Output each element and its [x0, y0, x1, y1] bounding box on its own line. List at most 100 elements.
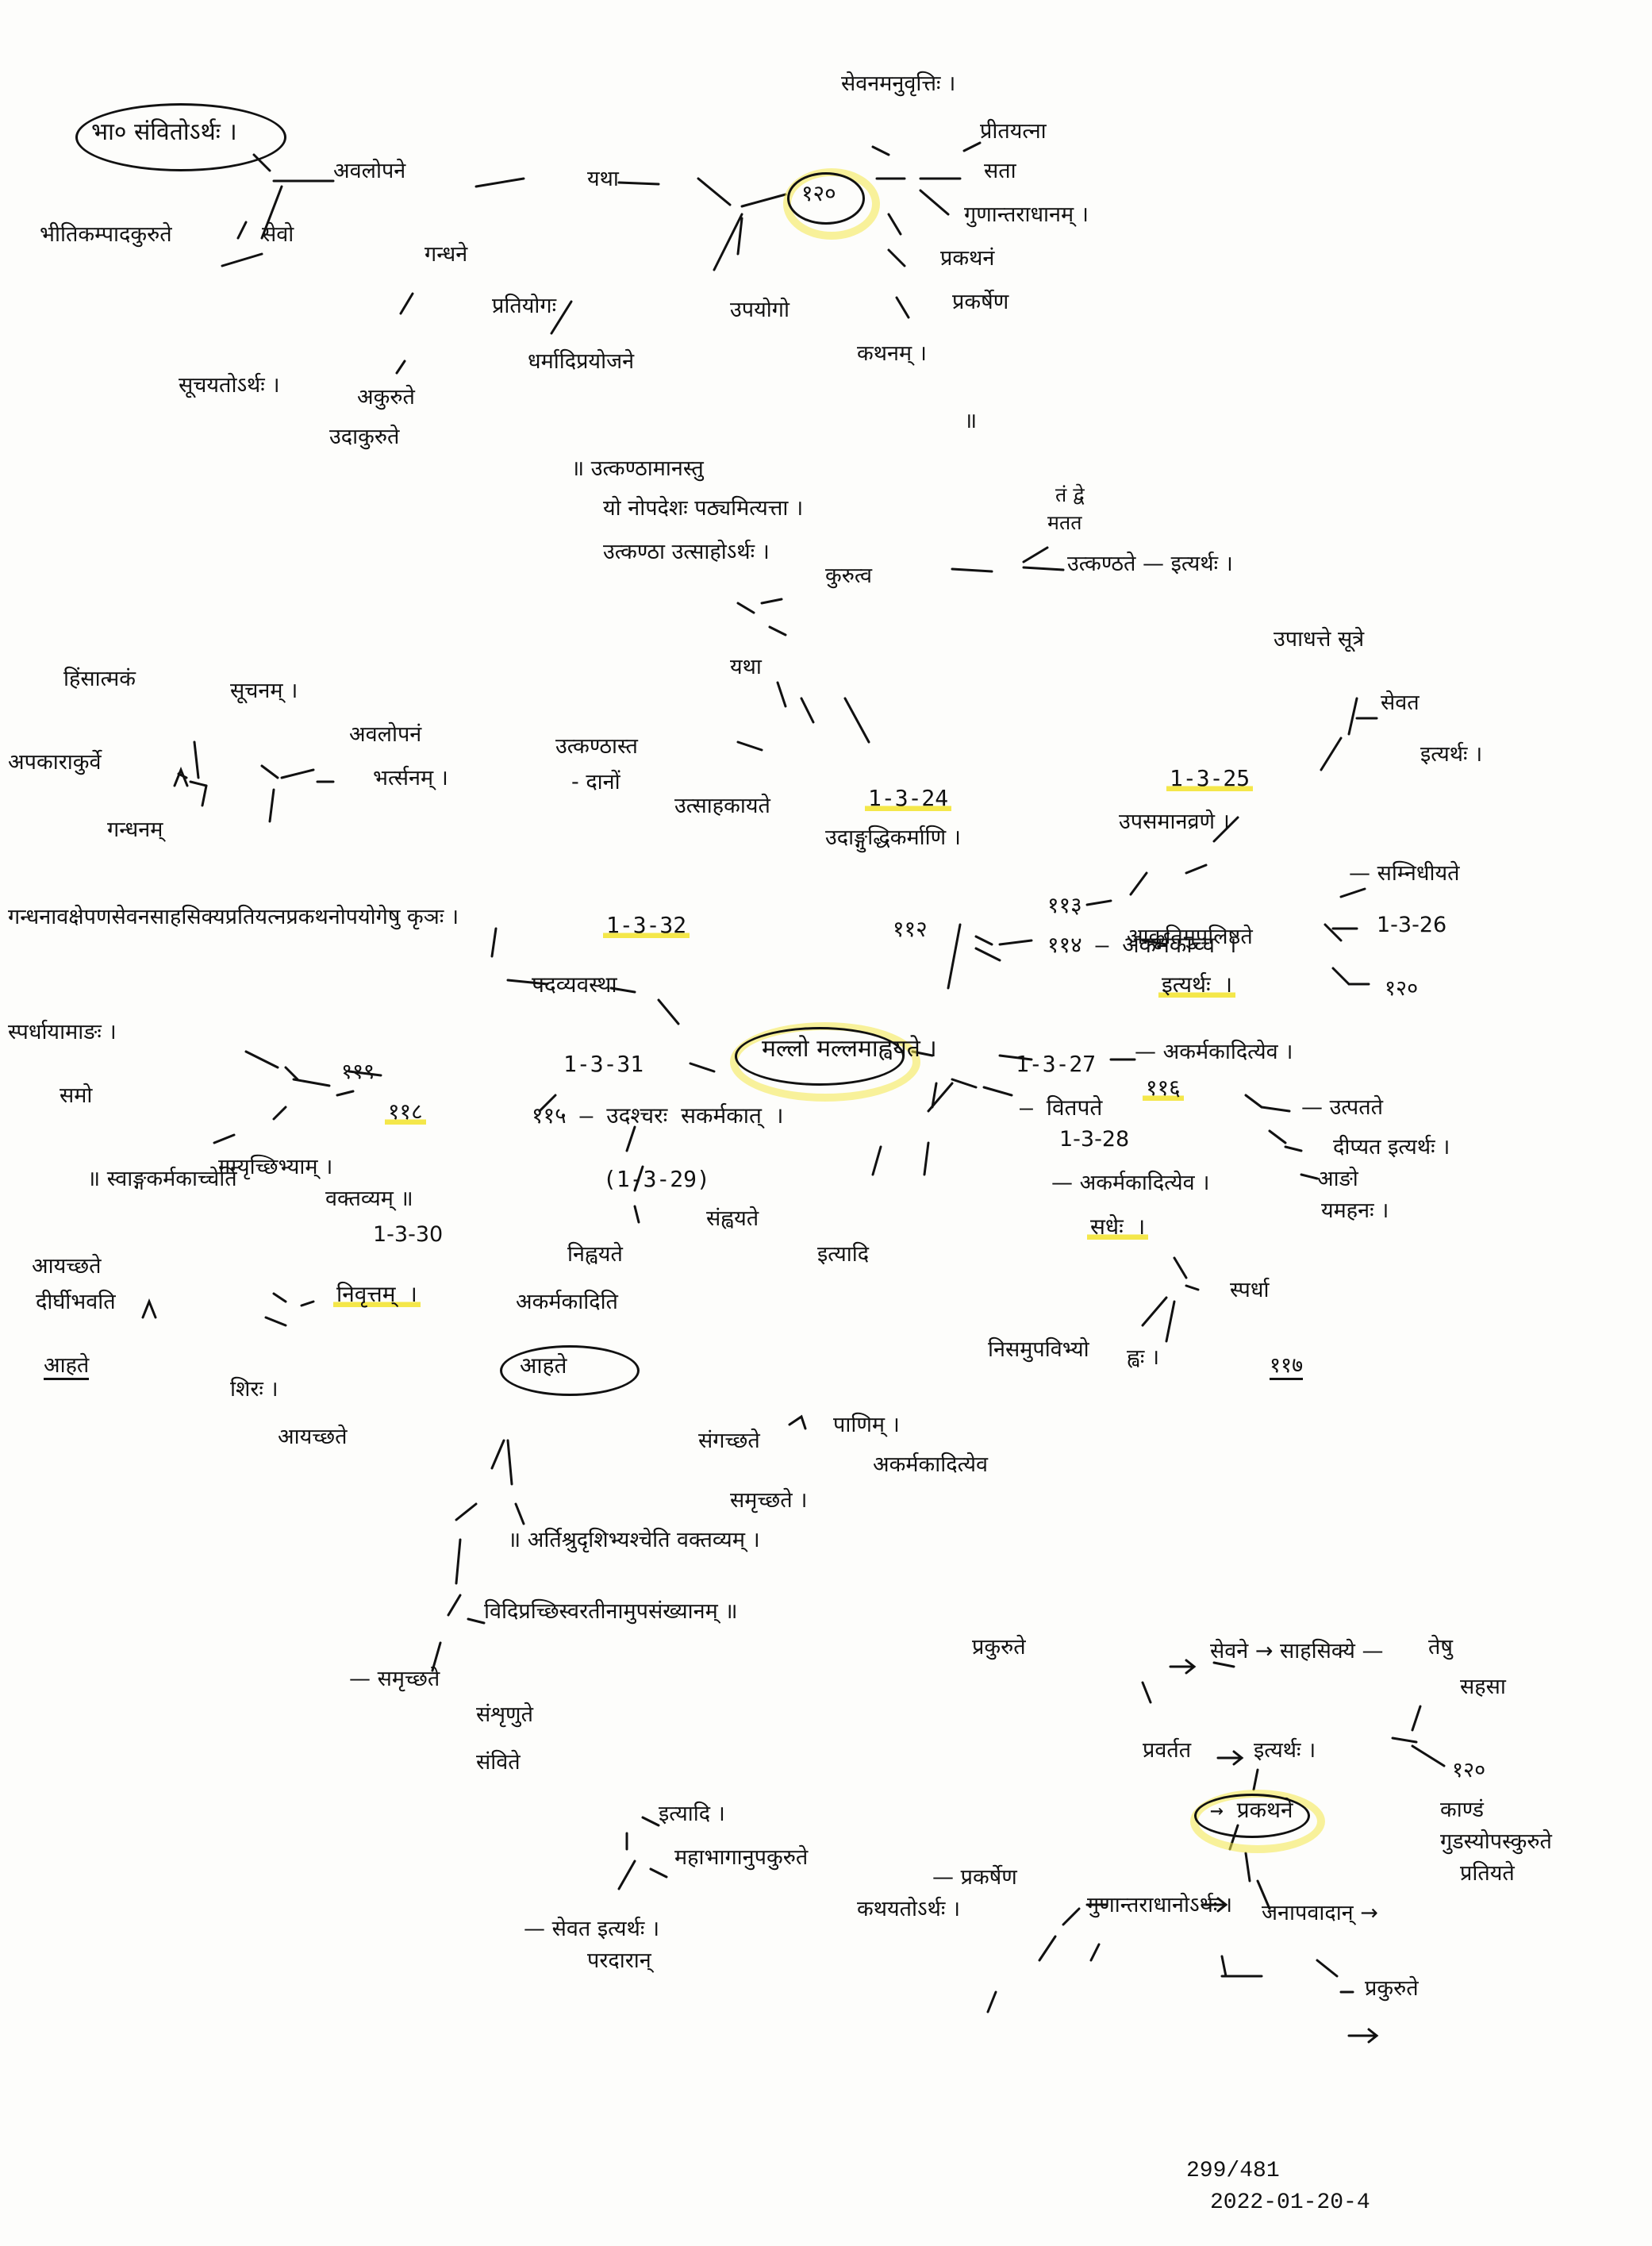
- highlight-center: [730, 1022, 920, 1102]
- note: प्रतियोगः: [492, 294, 557, 318]
- note: आयच्छते: [278, 1425, 348, 1449]
- number-label: ११५ — उदश्चरः सकर्मकात् ।: [532, 1102, 784, 1129]
- number-label: 1-3-27: [1016, 1051, 1097, 1077]
- note: वक्तव्यम् ॥: [325, 1186, 413, 1211]
- note: संविते: [476, 1750, 521, 1775]
- note: ॥ अर्तिश्रुदृशिभ्यश्चेति वक्तव्यम् ।: [508, 1528, 760, 1552]
- note: संशृणुते: [476, 1702, 533, 1727]
- sutra-ref: 1-3-24: [865, 785, 952, 812]
- note: ११९: [341, 1060, 375, 1084]
- note: धर्मादिप्रयोजने: [528, 349, 635, 374]
- note: उपसमानव्रणे ।: [1119, 810, 1230, 834]
- note: जनापवादान् →: [1262, 1901, 1378, 1925]
- note: सेवनमनुवृत्तिः ।: [841, 71, 956, 96]
- number-label: 1-3-31: [563, 1051, 644, 1077]
- note: गन्धनावक्षेपणसेवनसाहसिक्यप्रतियत्नप्रकथन…: [8, 905, 459, 929]
- note: — समृच्छते: [349, 1667, 440, 1691]
- note: यथा: [587, 167, 619, 191]
- note: 1-3-26: [1377, 913, 1447, 937]
- oval-center: [735, 1027, 905, 1086]
- note: कथनम् ।: [857, 341, 927, 366]
- note: शिरः ।: [230, 1377, 279, 1402]
- note: गम्यृच्छिभ्याम् ।: [218, 1155, 333, 1179]
- number-label: ११३: [1047, 892, 1082, 918]
- note: उत्कण्ठास्त: [555, 734, 638, 759]
- note: आयच्छते: [32, 1254, 102, 1279]
- note: - दानों: [571, 770, 620, 794]
- note: प्रकुरुते: [972, 1635, 1026, 1660]
- note: निह्वयते: [567, 1242, 623, 1267]
- note: अकर्मकादित्येव: [873, 1452, 989, 1477]
- note: विदिप्रच्छिस्वरतीनामुपसंख्यानम् ॥: [484, 1599, 738, 1624]
- note: परदारान्: [587, 1948, 651, 1973]
- note: तेषु: [1428, 1635, 1453, 1660]
- note: उदाकुरुते: [329, 425, 400, 449]
- note: भीतिकम्पादकुरुते: [40, 222, 172, 247]
- note: प्रकथनं: [940, 246, 995, 271]
- note: ११७: [1270, 1353, 1304, 1381]
- note: सेवने → साहसिक्ये —: [1210, 1639, 1384, 1663]
- note: अवलोपने: [333, 159, 406, 183]
- note: संह्वयते: [706, 1206, 759, 1231]
- note: ह्वः ।: [1127, 1345, 1160, 1370]
- note: 1-3-30: [373, 1222, 444, 1247]
- note: — सेवत इत्यर्थः ।: [524, 1917, 660, 1941]
- note: समृच्छते ।: [730, 1488, 808, 1513]
- note: गुणान्तराधानम् ।: [964, 202, 1089, 227]
- oval-1-3-29: [500, 1345, 640, 1396]
- page-date: 2022-01-20-4: [1210, 2190, 1370, 2215]
- note: उत्साहकायते: [674, 794, 770, 818]
- number-label: पदव्यवस्था: [532, 971, 617, 998]
- note: — अकर्मकादित्येव ।: [1051, 1171, 1210, 1195]
- note: इत्यर्थः ।: [1420, 742, 1483, 767]
- note: इत्यादि ।: [659, 1802, 725, 1826]
- note: अकुरुते: [357, 385, 415, 410]
- note: उत्कण्ठा उत्साहोऽर्थः ।: [603, 540, 770, 564]
- note: यथा: [730, 655, 762, 679]
- note: अकर्मकादिति: [516, 1290, 618, 1314]
- note: कुरुत्व: [825, 563, 873, 588]
- note: प्रवर्तत: [1143, 1738, 1192, 1763]
- note: सूचयतोऽर्थः ।: [179, 373, 280, 398]
- note: स्पर्धायामाङः ।: [8, 1020, 117, 1044]
- note: यो नोपदेशः पठ्यमित्यत्ता ।: [603, 496, 804, 521]
- note: उपाधत्ते सूत्रे: [1274, 627, 1365, 652]
- note: काण्डं: [1440, 1798, 1484, 1822]
- note: अपकाराकुर्वे: [8, 750, 102, 775]
- note: प्रकर्षेण: [952, 290, 1009, 314]
- note: प्रतियते: [1460, 1861, 1515, 1886]
- note: सेवो: [262, 222, 294, 247]
- note: आहते: [44, 1353, 90, 1381]
- oval-120-bottom: [1194, 1794, 1310, 1838]
- note: — अकर्मकादित्येव ।: [1135, 1040, 1293, 1064]
- page-count: 299/481: [1186, 2159, 1280, 2183]
- note: ॥: [964, 409, 978, 433]
- note: अवलोपनं: [349, 722, 422, 747]
- note: — सम्निधीयते: [1349, 861, 1460, 886]
- note: इत्यादि: [817, 1242, 870, 1267]
- note: 1-3-28: [1059, 1127, 1130, 1152]
- number-label: (1-3-29): [603, 1166, 710, 1192]
- note: दीर्घीभवति: [36, 1290, 116, 1314]
- center-node-label: मल्लो मल्लमाह्वयते ।: [762, 1035, 937, 1063]
- note: गन्धनम्: [107, 817, 163, 842]
- number-label: → प्रकथने: [1210, 1797, 1293, 1823]
- number-label: ११२: [893, 916, 928, 942]
- note: महाभागानुपकुरुते: [674, 1845, 809, 1870]
- oval-120-top: [787, 172, 865, 225]
- title-oval: [75, 103, 286, 171]
- note: गुणान्तराधानोऽर्थः ।: [1087, 1893, 1233, 1917]
- note: ॥ स्वाङ्गकर्मकाच्चेति: [87, 1167, 237, 1191]
- sutra-ref: 1-3-25: [1166, 765, 1254, 792]
- note: — उत्पतते: [1301, 1095, 1383, 1120]
- sutra-ref: सधेः ।: [1087, 1213, 1149, 1240]
- note: पाणिम् ।: [833, 1413, 900, 1437]
- note: स्पर्धा: [1230, 1278, 1270, 1302]
- sutra-ref: निवृत्तम् ।: [333, 1281, 421, 1308]
- note: गन्धने: [425, 242, 468, 267]
- sutra-ref: ११६: [1143, 1075, 1184, 1102]
- sutra-ref: ११८: [385, 1098, 426, 1125]
- note: यमहनः ।: [1321, 1198, 1389, 1223]
- note: आङो: [1317, 1167, 1358, 1191]
